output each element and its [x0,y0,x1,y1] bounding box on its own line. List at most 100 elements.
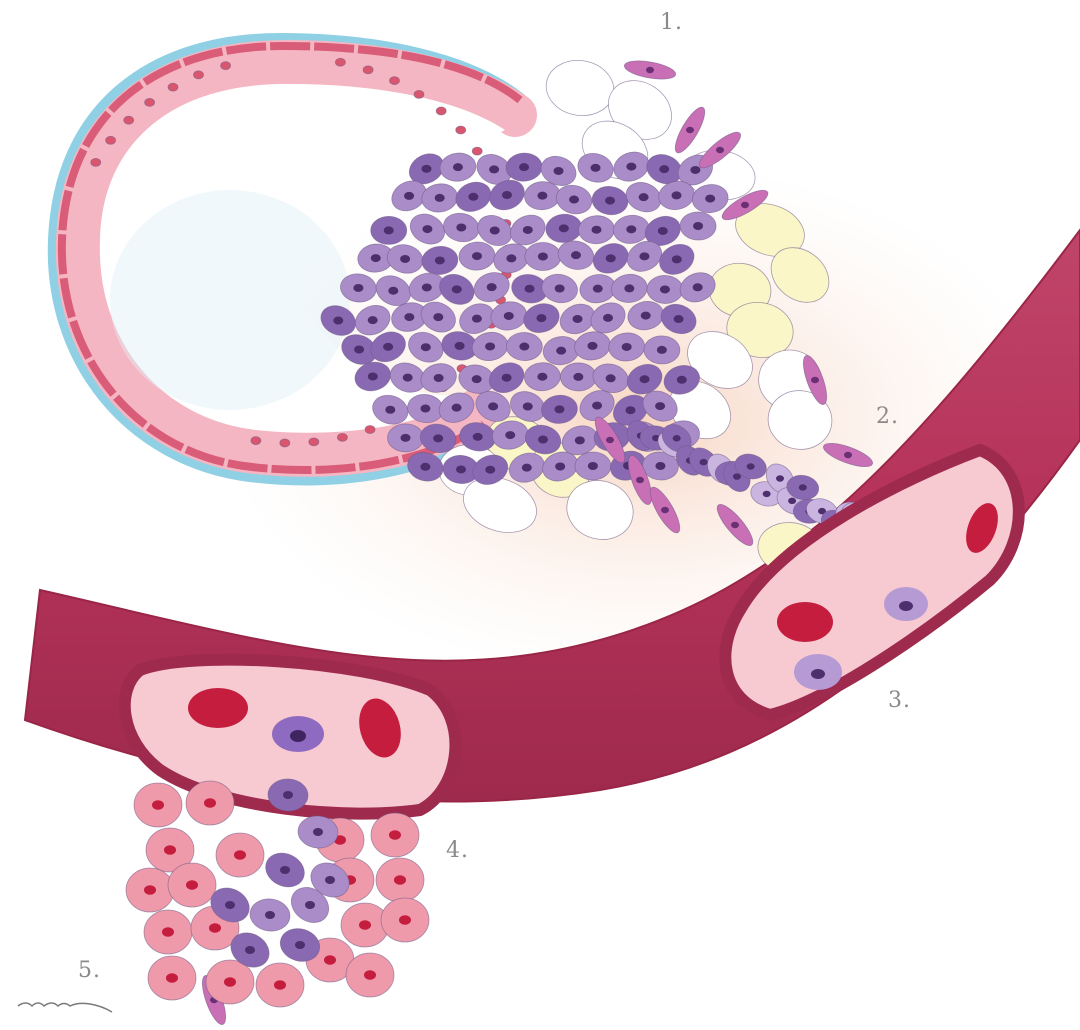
tumor-cell-nucleus [639,252,649,260]
tumor-cell-nucleus [435,194,445,202]
tumor-cell-nucleus [487,283,497,291]
tumor-cell-nucleus [536,314,546,322]
epithelial-nucleus [124,116,134,124]
tumor-cell-nucleus [672,255,682,263]
fibroblast-nucleus [716,147,724,153]
tumor-cell-nucleus [388,287,398,295]
tumor-cell-nucleus [677,376,687,384]
tumor-cell-nucleus [433,313,443,321]
fibroblast-nucleus [646,67,654,73]
epithelial-nucleus [436,107,446,115]
tumor-cell-nucleus [456,465,466,473]
tissue-cell-nucleus [224,977,236,987]
metastatic-tumor-cell-nucleus [280,866,290,874]
tumor-cell-nucleus [505,431,515,439]
tumor-cell-nucleus [434,374,444,382]
epithelial-nucleus [251,437,261,445]
tumor-cell-nucleus [592,226,602,234]
tumor-cell-nucleus [468,193,478,201]
tumor-cell-nucleus [403,374,413,382]
metastatic-tumor-cell-nucleus [325,876,335,884]
tumor-cell-nucleus [622,343,632,351]
tumor-cell-nucleus [624,284,634,292]
fibroblast-nucleus [661,507,669,513]
tumor-cell-nucleus [690,166,700,174]
tumor-cell-nucleus [404,192,414,200]
tumor-cell-nucleus [605,197,615,205]
tumor-cell-nucleus [659,165,669,173]
tumor-cell-nucleus [506,254,516,262]
tissue-cell-nucleus [152,800,164,810]
tumor-cell-nucleus [333,317,343,325]
tumor-cell-nucleus [537,192,547,200]
tumor-cell-nucleus [571,251,581,259]
tumor-cell-nucleus [639,193,649,201]
tumor-cell-nucleus [538,436,548,444]
epithelial-nucleus [193,71,203,79]
tumor-cell-nucleus [421,165,431,173]
metastatic-tumor-cell-nucleus [225,901,235,909]
tumor-cell-nucleus [485,466,495,474]
tumor-cell-nucleus [554,167,564,175]
tumor-cell-nucleus [502,191,512,199]
tumor-cell-nucleus [588,462,598,470]
tissue-cell-nucleus [389,830,401,840]
tumor-cell-nucleus [693,222,703,230]
tumor-cell-nucleus [525,285,535,293]
epithelial-nucleus [106,136,116,144]
tumor-cell-nucleus [591,164,601,172]
label-1: 1. [660,10,683,35]
tumor-cell-nucleus [657,346,667,354]
tumor-cell-nucleus [519,343,529,351]
tumor-cell-nucleus [488,402,498,410]
tumor-cell-nucleus [555,285,565,293]
invading-tumor-cell-nucleus [788,498,796,504]
tumor-cell-nucleus [383,343,393,351]
tumor-cell-nucleus [671,191,681,199]
epithelial-nucleus [280,439,290,447]
metastatic-tumor-cell-nucleus [283,791,293,799]
invading-tumor-cell-nucleus [747,463,755,469]
invading-tumor-cell-nucleus [799,484,807,490]
tumor-cell-nucleus [472,315,482,323]
epithelial-nucleus [472,147,482,155]
label-2: 2. [876,404,899,429]
tumor-cell-nucleus [452,404,462,412]
tissue-cell-nucleus [204,798,216,808]
red-blood-cell [188,688,248,728]
tumor-cell-nucleus [674,315,684,323]
tissue-cell-nucleus [359,920,371,930]
fibroblast-nucleus [741,202,749,208]
tumor-cell-nucleus [421,343,431,351]
epithelial-nucleus [337,433,347,441]
epithelial-nucleus [91,158,101,166]
tumor-cell-nucleus [693,283,703,291]
epithelial-nucleus [309,438,319,446]
tissue-cell-nucleus [166,973,178,983]
label-5: 5. [78,958,101,983]
tissue-cell-nucleus [274,980,286,990]
tumor-cell-nucleus [626,163,636,171]
epithelial-nucleus [145,98,155,106]
tumor-cell-nucleus [603,314,613,322]
fibroblast-nucleus [606,437,614,443]
metastatic-tumor-cell-nucleus [265,911,275,919]
tumor-cell-nucleus [354,346,364,354]
tumor-cell-nucleus [371,254,381,262]
tumor-cell-nucleus [353,284,363,292]
invading-tumor-cell-nucleus [776,475,784,481]
tissue-cell-nucleus [234,850,246,860]
label-4: 4. [446,838,469,863]
tissue-cell-nucleus [162,927,174,937]
invading-tumor-cell-nucleus [673,435,681,441]
tumor-cell-nucleus [490,226,500,234]
tumor-cell-nucleus [455,342,465,350]
tumor-cell-nucleus [625,406,635,414]
tumor-cell-nucleus [522,464,532,472]
tumor-cell-nucleus [655,462,665,470]
tumor-cell-nucleus [453,163,463,171]
epithelial-nucleus [221,62,231,70]
tumor-cell-nucleus [404,313,414,321]
tumor-cell-nucleus [658,227,668,235]
tissue-cell-nucleus [364,970,376,980]
